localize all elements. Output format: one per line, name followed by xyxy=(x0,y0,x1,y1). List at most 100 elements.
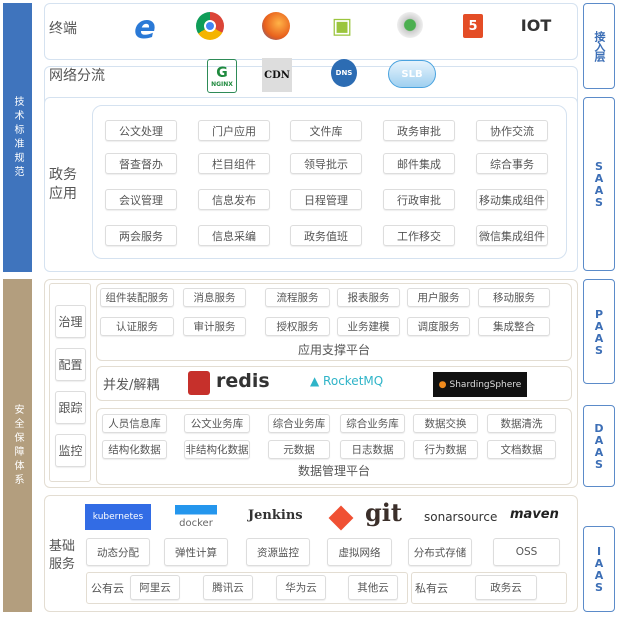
maven-logo: maven xyxy=(510,507,559,522)
data-mgmt-item: 文档数据 xyxy=(487,440,556,459)
app-support-item: 审计服务 xyxy=(183,317,246,336)
infra-service-item: 资源监控 xyxy=(246,538,310,566)
android-icon: ▣ xyxy=(331,13,353,39)
gov-app-item: 信息采编 xyxy=(198,225,270,246)
concurrency-label: 并发/解耦 xyxy=(103,378,160,393)
ops-item: 配置 xyxy=(55,348,86,381)
gov-app-item: 公文处理 xyxy=(105,120,177,141)
gov-app-item: 领导批示 xyxy=(290,153,362,174)
gov-app-item: 行政审批 xyxy=(383,189,455,210)
app-support-item: 组件装配服务 xyxy=(100,288,174,307)
terminal-panel xyxy=(44,3,578,60)
gov-app-item: 邮件集成 xyxy=(383,153,455,174)
sonarsource-logo: sonarsource xyxy=(424,510,498,524)
gov-app-item: 工作移交 xyxy=(383,225,455,246)
public-cloud-label: 公有云 xyxy=(91,582,124,595)
gov-app-item: 会议管理 xyxy=(105,189,177,210)
app-support-item: 移动服务 xyxy=(478,288,550,307)
gov-app-item: 信息发布 xyxy=(198,189,270,210)
public-cloud-item: 华为云 xyxy=(276,575,326,600)
data-mgmt-item: 公文业务库 xyxy=(184,414,250,433)
redis-text: redis xyxy=(216,370,270,392)
git-text: git xyxy=(365,498,402,527)
nginx-text: NGINX xyxy=(211,80,233,88)
iot-icon: IOT xyxy=(520,15,552,35)
gov-app-item: 两会服务 xyxy=(105,225,177,246)
app-support-item: 调度服务 xyxy=(407,317,470,336)
app-support-item: 授权服务 xyxy=(265,317,330,336)
gov-app-item: 政务审批 xyxy=(383,120,455,141)
ie-icon: e xyxy=(134,8,156,46)
gov-app-item: 日程管理 xyxy=(290,189,362,210)
gov-app-item: 微信集成组件 xyxy=(476,225,548,246)
tech-standards-bar: 技术标准规范 xyxy=(3,3,32,272)
network-label: 网络分流 xyxy=(49,68,105,84)
gov-app-item: 协作交流 xyxy=(476,120,548,141)
public-cloud-item: 阿里云 xyxy=(130,575,180,600)
data-mgmt-item: 元数据 xyxy=(268,440,330,459)
app-support-item: 集成整合 xyxy=(478,317,550,336)
ops-item: 监控 xyxy=(55,434,86,467)
app-support-label: 应用支撑平台 xyxy=(297,343,370,357)
data-mgmt-item: 非结构化数据 xyxy=(184,440,250,459)
ops-item: 跟踪 xyxy=(55,391,86,424)
infra-label: 基础服务 xyxy=(49,539,76,572)
tag-paas: PAAS xyxy=(583,279,615,384)
data-mgmt-item: 日志数据 xyxy=(340,440,405,459)
app-support-item: 消息服务 xyxy=(183,288,246,307)
gov-app-item: 门户应用 xyxy=(198,120,270,141)
ops-item: 治理 xyxy=(55,305,86,338)
security-bar: 安全保障体系 xyxy=(3,279,32,612)
data-mgmt-item: 综合业务库 xyxy=(340,414,405,433)
dns-icon: DNS xyxy=(331,59,357,87)
infra-service-item: 弹性计算 xyxy=(164,538,228,566)
data-mgmt-item: 人员信息库 xyxy=(102,414,167,433)
firefox-icon xyxy=(262,12,290,40)
cdn-icon: CDN xyxy=(262,58,292,92)
gov-app-item: 综合事务 xyxy=(476,153,548,174)
tag-saas: SAAS xyxy=(583,97,615,271)
gov-app-item: 栏目组件 xyxy=(198,153,270,174)
public-cloud-item: 腾讯云 xyxy=(203,575,253,600)
gov-app-label: 政务应用 xyxy=(49,167,77,202)
data-mgmt-item: 行为数据 xyxy=(413,440,478,459)
jenkins-logo: Jenkins xyxy=(248,508,303,523)
kubernetes-logo: kubernetes xyxy=(85,504,151,530)
chrome-icon xyxy=(196,12,224,40)
data-mgmt-item: 数据清洗 xyxy=(487,414,556,433)
infra-service-item: OSS xyxy=(493,538,560,566)
infra-service-item: 分布式存储 xyxy=(408,538,472,566)
private-cloud-item: 政务云 xyxy=(475,575,537,600)
wechat-miniprogram-icon xyxy=(397,12,423,38)
data-mgmt-item: 结构化数据 xyxy=(102,440,167,459)
terminal-label: 终端 xyxy=(49,21,77,37)
slb-icon: SLB xyxy=(388,60,436,88)
docker-logo: docker xyxy=(175,505,217,529)
app-support-item: 流程服务 xyxy=(265,288,330,307)
public-cloud-item: 其他云 xyxy=(348,575,398,600)
gov-app-item: 移动集成组件 xyxy=(476,189,548,210)
html5-icon: 5 xyxy=(463,14,483,38)
data-mgmt-item: 综合业务库 xyxy=(268,414,330,433)
app-support-item: 用户服务 xyxy=(407,288,470,307)
redis-icon xyxy=(188,371,210,395)
data-mgmt-label: 数据管理平台 xyxy=(297,464,370,478)
infra-service-item: 虚拟网络 xyxy=(327,538,392,566)
app-support-item: 业务建模 xyxy=(337,317,400,336)
rocketmq-text: RocketMQ xyxy=(323,374,384,388)
private-cloud-label: 私有云 xyxy=(415,582,448,595)
app-support-item: 报表服务 xyxy=(337,288,400,307)
tag-daas: DAAS xyxy=(583,405,615,487)
rocketmq-logo: ▲ RocketMQ xyxy=(310,374,384,388)
tag-iaas: IAAS xyxy=(583,526,615,612)
gov-app-item: 政务值班 xyxy=(290,225,362,246)
infra-service-item: 动态分配 xyxy=(86,538,150,566)
sharding-text: ShardingSphere xyxy=(449,379,522,390)
gov-app-item: 文件库 xyxy=(290,120,362,141)
gov-app-item: 督查督办 xyxy=(105,153,177,174)
tag-access: 接入层 xyxy=(583,3,615,89)
shardingsphere-logo: ●ShardingSphere xyxy=(433,372,527,397)
app-support-item: 认证服务 xyxy=(100,317,174,336)
data-mgmt-item: 数据交换 xyxy=(413,414,478,433)
